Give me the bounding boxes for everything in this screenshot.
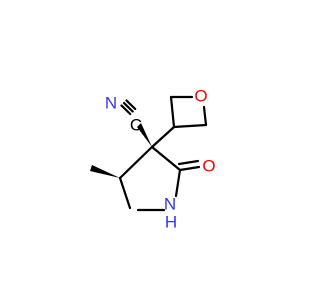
amide-nitrogen-label: N	[164, 195, 176, 214]
nitrogen-label: N	[105, 94, 117, 113]
molecule-structure: N C O O N H	[90, 87, 216, 232]
oxetane-bond-right	[202, 105, 208, 127]
oxetane-bond-bottom	[172, 123, 208, 129]
nitrile-carbon-label: C	[130, 116, 142, 135]
ring-bond-ch-quaternary	[118, 145, 154, 180]
oxetane-oxygen-label: O	[194, 87, 207, 106]
amide-hydrogen-label: H	[165, 213, 177, 232]
ring-bond-quaternary-carbonyl	[150, 145, 182, 172]
wedge-bond-quaternary-to-nitrile	[137, 123, 152, 147]
nitrile-triple-bond-1	[120, 104, 132, 116]
oxetane-bond-left	[169, 95, 176, 129]
carbonyl-oxygen-label: O	[202, 157, 215, 176]
ring-bond-ch2-ch	[118, 176, 132, 210]
carbonyl-double-bond-2	[177, 159, 200, 166]
bond-quaternary-to-oxetane	[150, 125, 176, 149]
nitrile-triple-bond-2	[122, 101, 134, 113]
carbonyl-double-bond-1	[178, 165, 201, 172]
wedge-bond-ch-to-methyl	[90, 165, 120, 178]
atom-labels: N C O O N H	[105, 87, 216, 232]
nitrile-triple-bond-3	[125, 99, 137, 111]
bonds	[118, 95, 208, 212]
ring-bond-carbonyl-nitrogen	[174, 168, 182, 198]
